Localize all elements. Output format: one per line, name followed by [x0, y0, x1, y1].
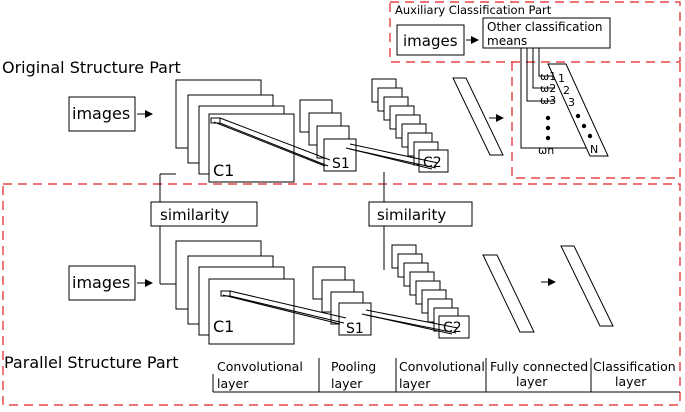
other-classification-line2: means	[487, 34, 527, 48]
layer-cls-line2: layer	[615, 374, 647, 389]
original-structure-title: Original Structure Part	[2, 58, 181, 77]
layer-conv1-line1: Convolutional	[217, 359, 303, 374]
top-c2-stack	[371, 78, 449, 173]
bottom-s1-label: S1	[346, 321, 364, 337]
bottom-classification	[560, 245, 614, 327]
aux-images-box	[396, 24, 465, 56]
omega-1: ω1	[540, 70, 556, 83]
bottom-c1-label: C1	[213, 317, 234, 336]
parallel-structure-title: Parallel Structure Part	[4, 353, 178, 372]
top-images-label: images	[72, 104, 130, 123]
layer-conv2-line2: layer	[399, 376, 431, 391]
aux-output-lines	[520, 48, 598, 149]
similarity-box-right	[368, 201, 473, 227]
layer-fc-line1: Fully connected	[490, 359, 588, 374]
other-classification-box	[482, 17, 611, 49]
bottom-images-box	[68, 265, 136, 301]
auxiliary-region	[389, 1, 681, 63]
parallel-region	[2, 183, 681, 406]
omega-2: ω2	[540, 82, 556, 95]
layer-pool-line2: layer	[331, 376, 363, 391]
layer-conv2-line1: Convolutional	[399, 359, 485, 374]
omega-n: ωn	[538, 144, 554, 157]
other-classification-line1: Other classification	[487, 20, 603, 34]
aux-output-strip	[547, 63, 609, 157]
aux-images-label: images	[403, 32, 458, 50]
number-3: 3	[568, 96, 575, 109]
top-c2-label: C2	[423, 155, 442, 171]
bottom-s1-stack	[312, 266, 372, 336]
similarity-box-left	[150, 201, 258, 227]
layer-cls-line1: Classification	[593, 359, 676, 374]
bottom-projection-lines	[222, 290, 459, 335]
top-s1-label: S1	[332, 156, 350, 172]
layer-pool-line1: Pooling	[331, 359, 376, 374]
bottom-c2-label: C2	[443, 320, 462, 336]
layer-conv1-line2: layer	[217, 376, 249, 391]
auxiliary-classification-title: Auxiliary Classification Part	[395, 3, 552, 17]
aux-dots	[545, 113, 593, 141]
top-c1-stack	[175, 79, 295, 183]
bottom-fully-connected	[482, 254, 535, 333]
top-fully-connected	[452, 77, 504, 156]
top-projection-lines	[213, 117, 439, 170]
layer-fc-line2: layer	[516, 374, 548, 389]
auxiliary-region-extension	[511, 62, 681, 179]
omega-3: ω3	[540, 94, 556, 107]
layer-bracket	[212, 358, 680, 393]
top-images-box	[68, 96, 136, 132]
number-n: N	[590, 143, 598, 156]
number-1: 1	[558, 72, 565, 85]
top-c1-label: C1	[213, 161, 234, 180]
number-2: 2	[563, 84, 570, 97]
similarity-label-right: similarity	[377, 206, 446, 224]
bottom-images-label: images	[72, 273, 130, 292]
bottom-c1-stack	[175, 240, 295, 345]
similarity-label-left: similarity	[160, 206, 229, 224]
bottom-c2-stack	[391, 244, 470, 339]
